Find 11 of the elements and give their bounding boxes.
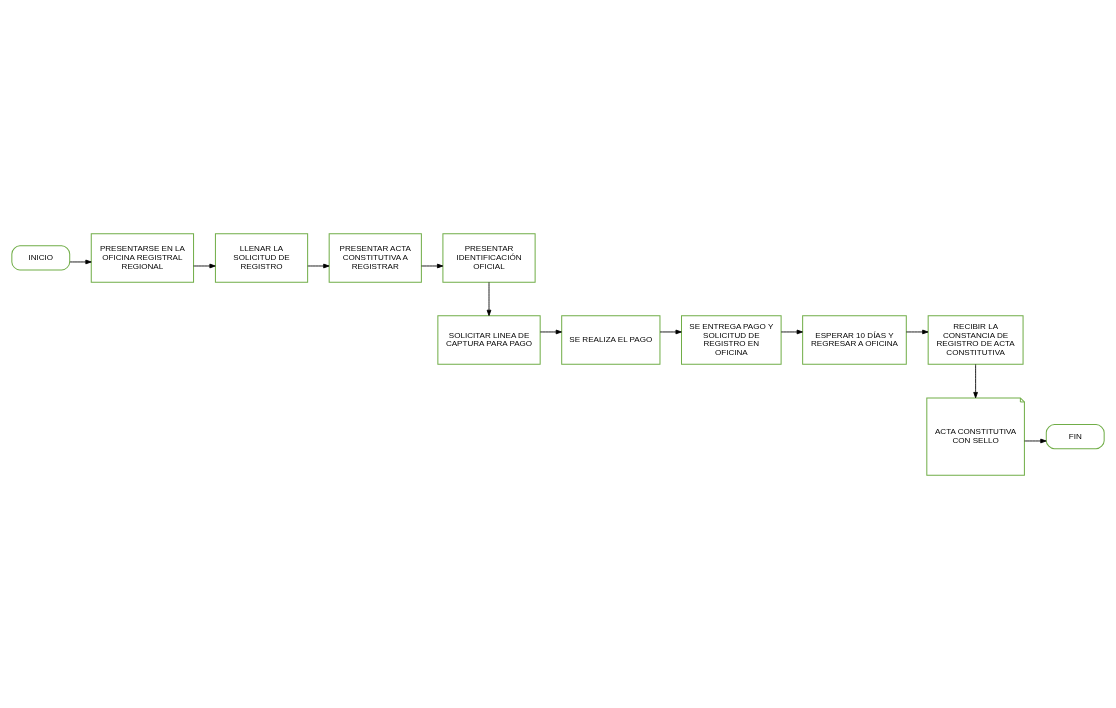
arrow — [539, 329, 562, 334]
arrow — [421, 263, 444, 268]
arrow — [659, 329, 682, 334]
arrow — [486, 281, 492, 316]
arrow — [69, 259, 92, 264]
arrow — [905, 329, 929, 334]
arrow — [193, 263, 216, 268]
arrow — [1024, 438, 1047, 443]
arrow — [973, 363, 978, 398]
arrow — [780, 329, 803, 334]
arrow — [307, 263, 330, 268]
